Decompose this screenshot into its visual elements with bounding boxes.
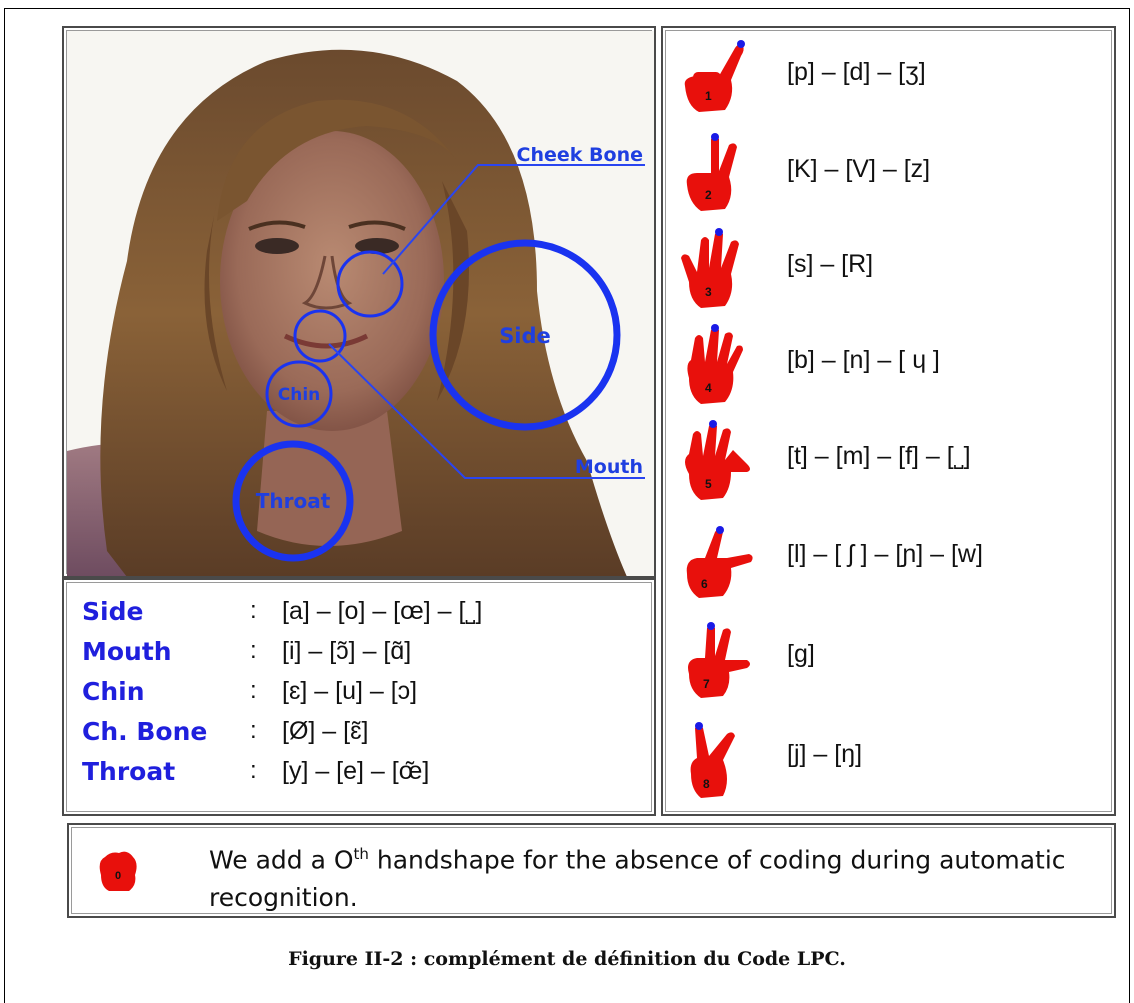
legend-phonemes: [y] – [e] – [œ̃]	[282, 756, 430, 785]
handshape-phonemes: [p] – [d] – [ʒ]	[787, 58, 926, 86]
handshape-4-icon: 4	[687, 324, 743, 404]
handshape-row-2: 2 [K] – [V] – [z]	[675, 133, 1105, 221]
zero-handshape-note: 0 We add a Oth handshape for the absence…	[67, 823, 1116, 918]
handshape-row-6: 6 [l] – [ ʃ ] – [ɲ] – [w]	[675, 518, 1105, 606]
legend-colon: :	[250, 677, 257, 704]
handshape-phonemes: [s] – [R]	[787, 250, 874, 278]
legend-zone: Chin	[82, 676, 145, 706]
note-superscript: th	[353, 845, 369, 863]
handshape-row-1: 1 [p] – [d] – [ʒ]	[675, 36, 1105, 124]
figure-frame	[4, 8, 1130, 1003]
chin-label: Chin	[278, 385, 321, 405]
legend-zone: Mouth	[82, 636, 172, 666]
legend-colon: :	[250, 597, 257, 624]
legend-row-chin: Chin : [ɛ] – [u] – [ɔ]	[82, 674, 417, 708]
handshape-phonemes: [g]	[787, 640, 815, 668]
legend-colon: :	[250, 637, 257, 664]
handshape-number: 7	[703, 677, 710, 691]
handshape-number: 2	[705, 188, 712, 202]
handshape-phonemes: [t] – [m] – [f] – [˽]	[787, 442, 971, 470]
note-text: We add a Oth handshape for the absence o…	[209, 835, 1099, 917]
handshape-number: 4	[705, 381, 712, 395]
legend-zone: Side	[82, 596, 144, 626]
handshape-phonemes: [j] – [ŋ]	[787, 740, 863, 768]
legend-row-cheek-bone: Ch. Bone : [Ø] – [ɛ̃]	[82, 714, 369, 748]
legend-phonemes: [Ø] – [ɛ̃]	[282, 716, 369, 745]
figure-caption: Figure II-2 : complément de définition d…	[288, 948, 846, 970]
mouth-label: Mouth	[575, 456, 643, 478]
handshape-0-icon: 0	[99, 851, 137, 891]
handshape-number: 3	[705, 285, 712, 299]
side-label: Side	[499, 324, 551, 348]
legend-zone: Ch. Bone	[82, 716, 208, 746]
handshape-number: 6	[701, 577, 708, 591]
handshape-number: 8	[703, 777, 710, 791]
handshape-phonemes: [K] – [V] – [z]	[787, 155, 931, 183]
legend-row-side: Side : [a] – [o] – [œ] – [˽]	[82, 594, 482, 628]
legend-row-throat: Throat : [y] – [e] – [œ̃]	[82, 754, 429, 788]
note-text-end: handshape for the absence of coding duri…	[209, 845, 1066, 913]
legend-colon: :	[250, 717, 257, 744]
handshape-3-icon: 3	[681, 228, 739, 308]
legend-phonemes: [i] – [ɔ̃] – [ɑ̃]	[282, 636, 412, 665]
cheek-bone-label: Cheek Bone	[517, 144, 643, 166]
handshape-row-7: 7 [g]	[675, 618, 1105, 706]
legend-row-mouth: Mouth : [i] – [ɔ̃] – [ɑ̃]	[82, 634, 411, 668]
handshape-number: 1	[705, 89, 712, 103]
handshape-row-8: 8 [j] – [ŋ]	[675, 718, 1105, 806]
handshape-8-icon: 8	[690, 722, 735, 798]
handshape-phonemes: [l] – [ ʃ ] – [ɲ] – [w]	[787, 540, 983, 568]
handshape-6-icon: 6	[686, 526, 753, 598]
handshape-1-icon: 1	[684, 40, 745, 112]
handshape-number: 5	[705, 477, 712, 491]
face-panel: Cheek Bone Side Mouth Chin Throat	[62, 26, 656, 578]
handshape-phonemes: [b] – [n] – [ ɥ ]	[787, 346, 940, 374]
legend-phonemes: [a] – [o] – [œ] – [˽]	[282, 596, 483, 625]
handshape-5-icon: 5	[685, 420, 750, 500]
handshape-7-icon: 7	[688, 622, 750, 698]
face-illustration: Cheek Bone Side Mouth Chin Throat	[67, 31, 654, 576]
placement-legend: Side : [a] – [o] – [œ] – [˽] Mouth : [i]…	[62, 578, 656, 816]
handshapes-panel: 1 [p] – [d] – [ʒ] 2 [K] – [V] – [z] 3 [s…	[661, 26, 1116, 816]
handshape-row-3: 3 [s] – [R]	[675, 228, 1105, 316]
handshape-number: 0	[115, 870, 121, 882]
note-text-start: We add a O	[209, 845, 354, 875]
throat-label: Throat	[256, 489, 331, 513]
legend-zone: Throat	[82, 756, 176, 786]
legend-phonemes: [ɛ] – [u] – [ɔ]	[282, 676, 418, 705]
handshape-row-4: 4 [b] – [n] – [ ɥ ]	[675, 324, 1105, 412]
handshape-row-5: 5 [t] – [m] – [f] – [˽]	[675, 420, 1105, 508]
handshape-2-icon: 2	[686, 133, 737, 211]
legend-colon: :	[250, 757, 257, 784]
